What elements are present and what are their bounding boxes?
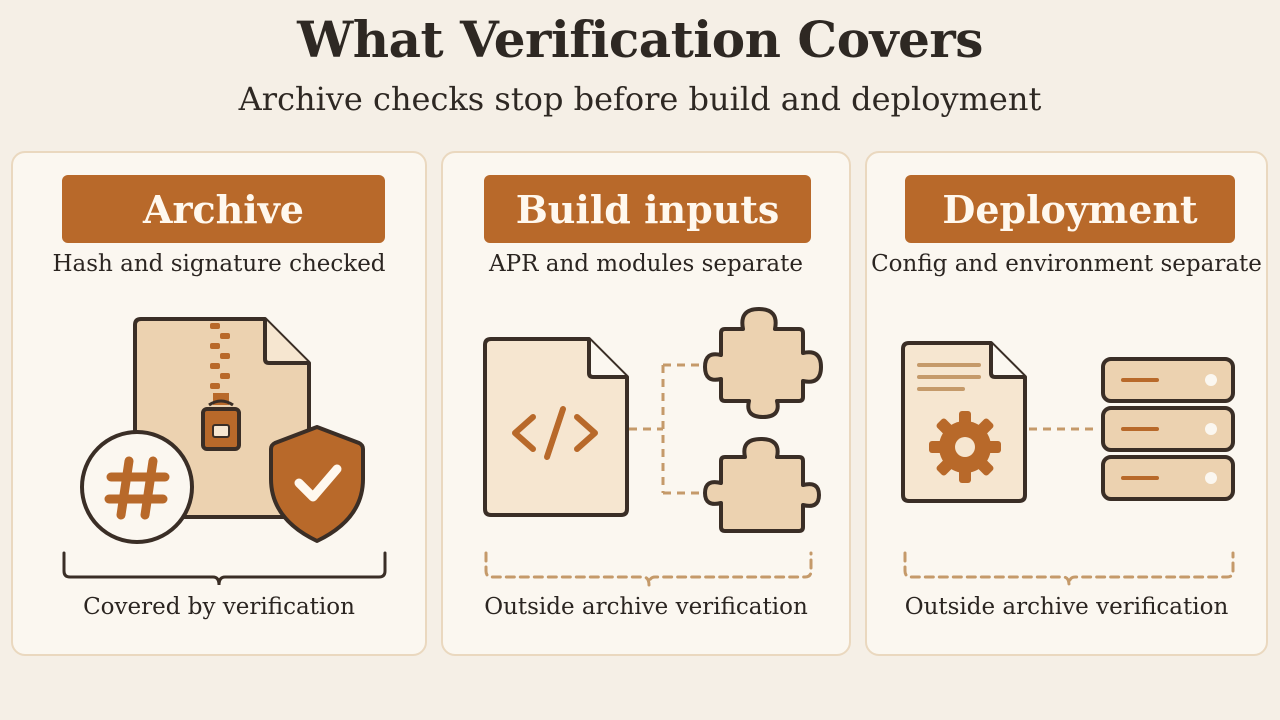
archive-badge: Archive	[62, 175, 385, 243]
build-inputs-caption: APR and modules separate	[489, 251, 803, 277]
deployment-badge: Deployment	[905, 175, 1235, 243]
deployment-panel: Deployment Config and environment separa…	[865, 151, 1268, 656]
outside-bracket	[484, 551, 813, 586]
coverage-bracket	[62, 551, 387, 586]
build-inputs-illustration	[483, 307, 823, 586]
server-stack-icon	[1101, 357, 1235, 501]
archive-illustration	[62, 317, 387, 586]
page-title: What Verification Covers	[297, 10, 983, 69]
build-inputs-badge: Build inputs	[484, 175, 811, 243]
hash-icon	[80, 430, 194, 544]
shield-check-icon	[269, 425, 365, 543]
config-file-icon	[901, 341, 1027, 503]
build-inputs-panel: Build inputs APR and modules separate	[441, 151, 851, 656]
deployment-illustration	[901, 341, 1235, 586]
deployment-footer: Outside archive verification	[904, 594, 1229, 620]
archive-panel: Archive Hash and signature checked	[11, 151, 427, 656]
code-file-icon	[483, 337, 629, 517]
page-subtitle: Archive checks stop before build and dep…	[238, 80, 1042, 118]
build-inputs-footer: Outside archive verification	[484, 594, 808, 620]
connector-lines	[629, 363, 709, 495]
puzzle-piece-icon	[703, 437, 821, 533]
outside-bracket	[903, 551, 1235, 586]
deployment-caption: Config and environment separate	[871, 251, 1262, 277]
archive-caption: Hash and signature checked	[52, 251, 386, 277]
archive-footer: Covered by verification	[83, 594, 355, 620]
puzzle-piece-icon	[703, 307, 823, 419]
